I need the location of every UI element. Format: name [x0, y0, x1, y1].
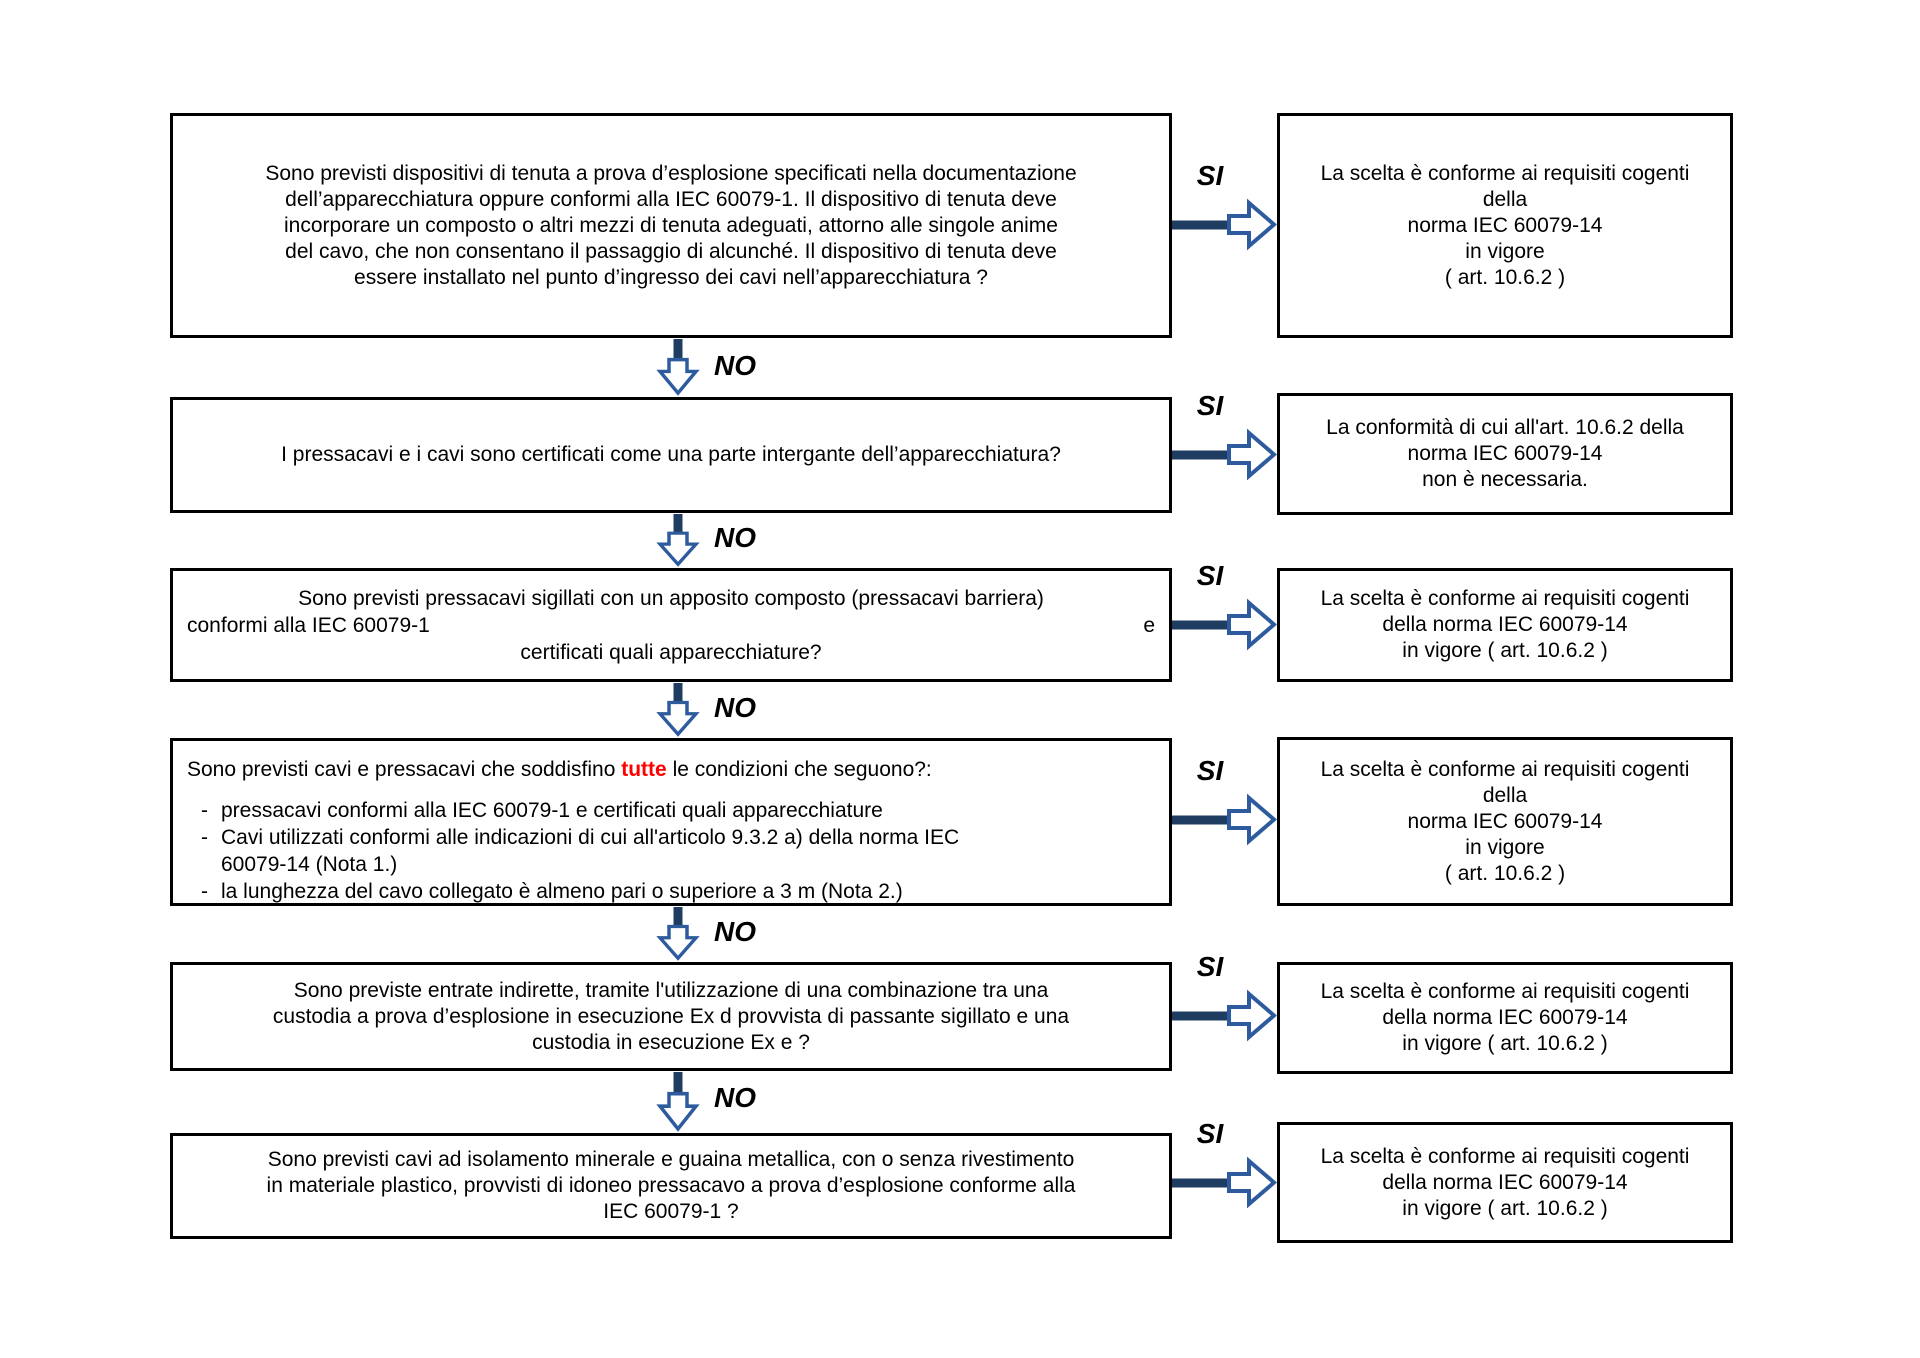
result-box-3: La scelta è conforme ai requisiti cogent… [1277, 568, 1733, 682]
result-text-3: La scelta è conforme ai requisiti cogent… [1320, 587, 1690, 662]
question-text-3-and: e [1143, 613, 1155, 637]
no-arrow-4 [656, 907, 700, 961]
question-text-3-line2: conformi alla IEC 60079-1 [187, 613, 430, 637]
result-box-1: La scelta è conforme ai requisiti cogent… [1277, 113, 1733, 338]
question-text-3-line3: certificati quali apparecchiature? [520, 640, 822, 664]
result-text-5: La scelta è conforme ai requisiti cogent… [1320, 980, 1690, 1055]
question-text-5: Sono previste entrate indirette, tramite… [272, 978, 1070, 1054]
condition-list: - pressacavi conformi alla IEC 60079-1 e… [187, 797, 1155, 905]
question-box-1: Sono previsti dispositivi di tenuta a pr… [170, 113, 1172, 338]
no-arrow-3 [656, 683, 700, 737]
question-box-4: Sono previsti cavi e pressacavi che sodd… [170, 738, 1172, 906]
question-text-4-intro: Sono previsti cavi e pressacavi che sodd… [187, 758, 932, 781]
question-text-2: I pressacavi e i cavi sono certificati c… [281, 443, 1061, 466]
no-arrow-2 [656, 514, 700, 567]
result-box-5: La scelta è conforme ai requisiti cogent… [1277, 962, 1733, 1074]
si-arrow-3 [1172, 598, 1277, 651]
no-label-3: NO [714, 692, 756, 723]
si-arrow-4 [1172, 793, 1277, 846]
si-label-4: SI [1196, 755, 1224, 786]
si-label-5: SI [1196, 951, 1224, 982]
si-arrow-6 [1172, 1156, 1277, 1209]
no-label-2: NO [714, 522, 756, 553]
condition-item-1: - pressacavi conformi alla IEC 60079-1 e… [201, 799, 883, 822]
result-text-1: La scelta è conforme ai requisiti cogent… [1320, 161, 1690, 289]
no-label-4: NO [714, 916, 756, 947]
question-box-5: Sono previste entrate indirette, tramite… [170, 962, 1172, 1071]
no-arrow-5 [656, 1072, 700, 1132]
si-label-3: SI [1196, 560, 1224, 591]
result-text-2: La conformità di cui all'art. 10.6.2 del… [1326, 416, 1684, 491]
question-box-6: Sono previsti cavi ad isolamento mineral… [170, 1133, 1172, 1239]
bullet-dash: - [201, 826, 208, 849]
result-box-6: La scelta è conforme ai requisiti cogent… [1277, 1122, 1733, 1243]
question-text-1: Sono previsti dispositivi di tenuta a pr… [265, 161, 1077, 289]
result-text-4: La scelta è conforme ai requisiti cogent… [1320, 757, 1690, 885]
result-box-4: La scelta è conforme ai requisiti cogent… [1277, 737, 1733, 906]
no-label-5: NO [714, 1082, 756, 1113]
si-label-2: SI [1196, 390, 1224, 421]
si-label-1: SI [1196, 160, 1224, 191]
condition-item-3: - la lunghezza del cavo collegato è alme… [201, 880, 903, 903]
bullet-dash: - [201, 799, 208, 822]
question-box-2: I pressacavi e i cavi sono certificati c… [170, 397, 1172, 513]
si-label-6: SI [1196, 1118, 1224, 1149]
highlight-tutte: tutte [621, 758, 667, 781]
result-text-6: La scelta è conforme ai requisiti cogent… [1320, 1144, 1690, 1220]
no-arrow-1 [656, 339, 700, 396]
question-box-3: Sono previsti pressacavi sigillati con u… [170, 568, 1172, 682]
condition-item-2: - Cavi utilizzati conformi alle indicazi… [201, 826, 960, 876]
si-arrow-1 [1172, 198, 1277, 251]
bullet-dash: - [201, 880, 208, 903]
no-label-1: NO [714, 350, 756, 381]
result-box-2: La conformità di cui all'art. 10.6.2 del… [1277, 393, 1733, 515]
question-text-3-line1: Sono previsti pressacavi sigillati con u… [298, 586, 1044, 610]
si-arrow-2 [1172, 428, 1277, 481]
question-text-6: Sono previsti cavi ad isolamento mineral… [266, 1148, 1076, 1223]
si-arrow-5 [1172, 989, 1277, 1042]
